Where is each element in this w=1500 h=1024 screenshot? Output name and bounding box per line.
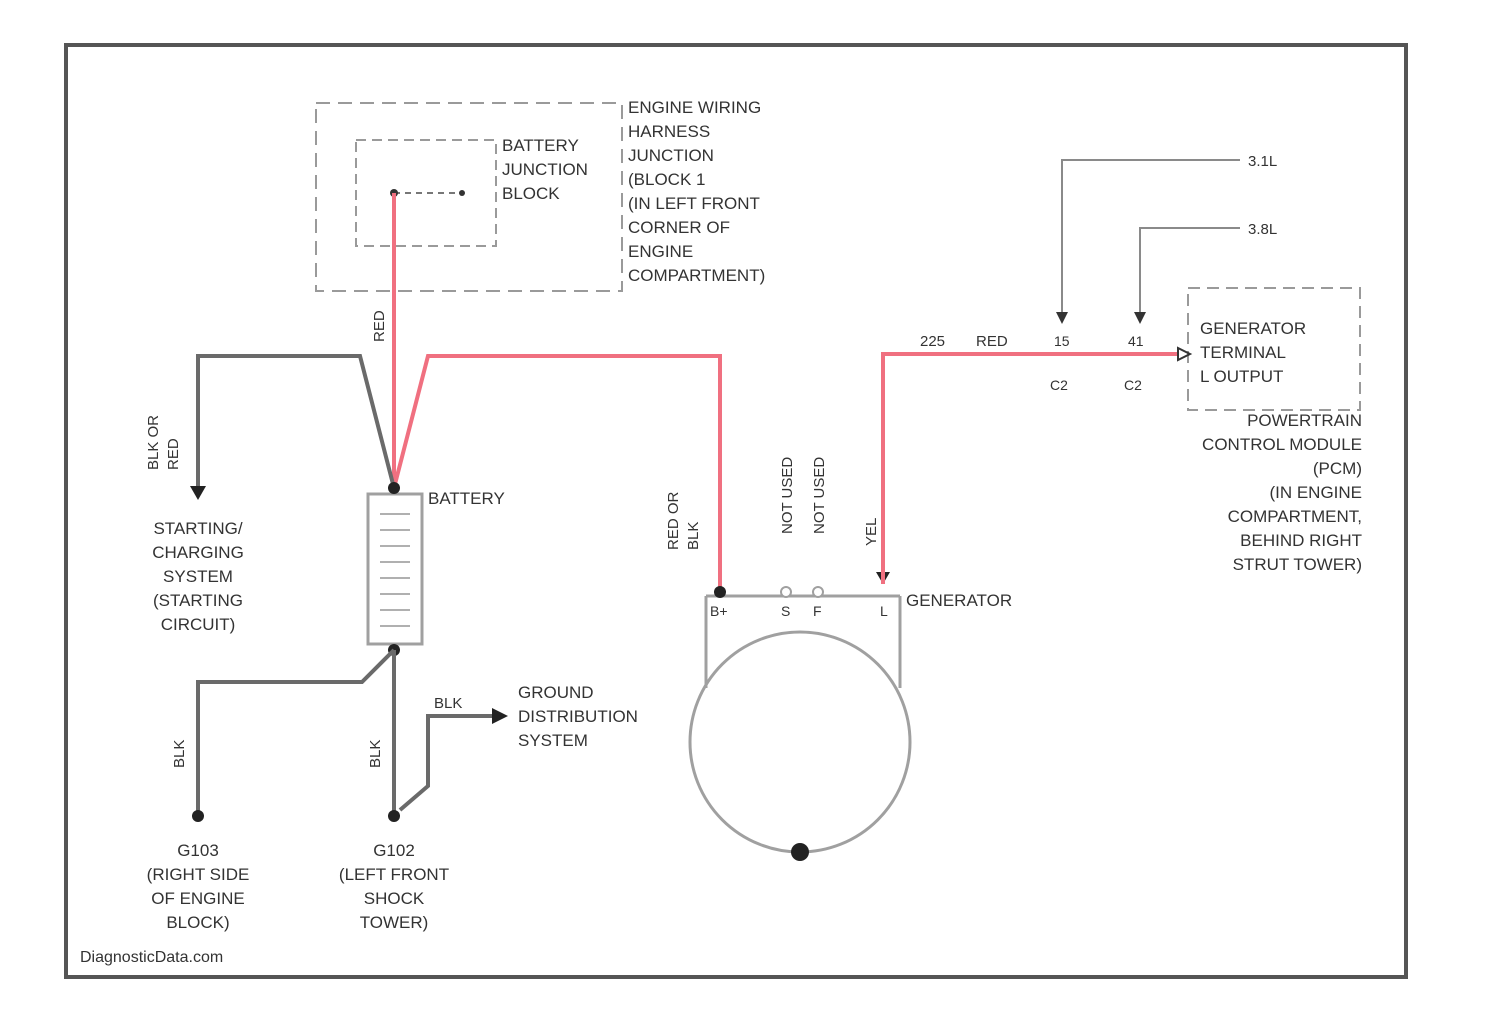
battery-junction-node-2 [459, 190, 465, 196]
pcm-label: POWERTRAIN CONTROL MODULE (PCM) (IN ENGI… [1202, 411, 1362, 574]
g103-label: G103 (RIGHT SIDE OF ENGINE BLOCK) [147, 841, 250, 932]
wire-label-blk-mid: BLK [367, 740, 384, 768]
g102-node [388, 810, 400, 822]
battery-body [368, 494, 422, 644]
battery-junction-line-1: BATTERY [502, 136, 579, 155]
generator-ground-node [791, 843, 809, 861]
g103-line-1: G103 [177, 841, 219, 860]
pcm-connector-b: C2 [1124, 377, 1142, 393]
starting-system-line-1: STARTING/ [153, 519, 242, 538]
ground-distribution-arrow [492, 708, 508, 724]
pcm-line-6: BEHIND RIGHT [1240, 531, 1362, 550]
pcm-line-7: STRUT TOWER) [1233, 555, 1362, 574]
engine-junction-line-8: COMPARTMENT) [628, 266, 765, 285]
engine-junction-line-1: ENGINE WIRING [628, 98, 761, 117]
starting-system-line-4: (STARTING [153, 591, 243, 610]
engine-variant-3-1l: 3.1L [1248, 153, 1277, 170]
starting-system-line-2: CHARGING [152, 543, 244, 562]
pcm-inner-line-1: GENERATOR [1200, 319, 1306, 338]
g103-line-3: OF ENGINE [151, 889, 245, 908]
engine-junction-line-4: (BLOCK 1 [628, 170, 705, 189]
engine-junction-line-2: HARNESS [628, 122, 710, 141]
g102-line-4: TOWER) [360, 913, 429, 932]
pcm-pin-b: 41 [1128, 333, 1144, 349]
battery-junction-line-3: BLOCK [502, 184, 560, 203]
leader-3-1l [1062, 160, 1240, 316]
engine-junction-box [316, 103, 622, 291]
ground-distribution-line-1: GROUND [518, 683, 594, 702]
engine-junction-line-6: CORNER OF [628, 218, 730, 237]
wire-label-pcm-color: RED [976, 333, 1008, 350]
pcm-inner-label: GENERATOR TERMINAL L OUTPUT [1200, 319, 1306, 386]
engine-junction-line-7: ENGINE [628, 242, 693, 261]
engine-junction-line-5: (IN LEFT FRONT [628, 194, 760, 213]
battery-positive-terminal [388, 482, 400, 494]
wire-label-blk-or-red-2: RED [165, 438, 182, 470]
g103-line-4: BLOCK) [166, 913, 229, 932]
leader-3-8l [1140, 228, 1240, 316]
generator: B+ S F L [690, 572, 910, 861]
battery-label: BATTERY [428, 489, 505, 508]
leader-3-8l-arrow [1134, 312, 1146, 324]
g102-line-1: G102 [373, 841, 415, 860]
pcm-line-2: CONTROL MODULE [1202, 435, 1362, 454]
engine-junction-label: ENGINE WIRING HARNESS JUNCTION (BLOCK 1 … [628, 98, 765, 285]
generator-body [690, 632, 910, 852]
gray-wire-starting [198, 356, 394, 490]
g102-line-2: (LEFT FRONT [339, 865, 449, 884]
gray-wire-g103 [198, 650, 394, 814]
pcm-connector-a: C2 [1050, 377, 1068, 393]
wire-label-not-used-2: NOT USED [811, 457, 828, 534]
pcm-line-3: (PCM) [1313, 459, 1362, 478]
starting-system-label: STARTING/ CHARGING SYSTEM (STARTING CIRC… [152, 519, 244, 634]
pcm-inner-line-3: L OUTPUT [1200, 367, 1283, 386]
wire-label-red-or-blk-2: BLK [685, 522, 702, 550]
engine-junction-line-3: JUNCTION [628, 146, 714, 165]
red-wire-battery-generator [394, 356, 720, 592]
wire-label-blk-left: BLK [171, 740, 188, 768]
watermark: DiagnosticData.com [80, 949, 223, 966]
wire-label-pcm-circuit: 225 [920, 333, 945, 350]
pcm-inner-line-2: TERMINAL [1200, 343, 1286, 362]
pcm-line-1: POWERTRAIN [1247, 411, 1362, 430]
wire-label-blk-ground: BLK [434, 695, 462, 712]
ground-distribution-line-2: DISTRIBUTION [518, 707, 638, 726]
battery-junction-box [356, 140, 496, 246]
g103-node [192, 810, 204, 822]
leader-3-1l-arrow [1056, 312, 1068, 324]
engine-variant-3-8l: 3.8L [1248, 221, 1277, 238]
wire-label-red-vertical: RED [371, 310, 388, 342]
pcm-line-4: (IN ENGINE [1269, 483, 1362, 502]
g103-line-2: (RIGHT SIDE [147, 865, 250, 884]
g102-label: G102 (LEFT FRONT SHOCK TOWER) [339, 841, 449, 932]
generator-s-pin [781, 587, 791, 597]
wire-label-red-or-blk-1: RED OR [665, 491, 682, 550]
starting-arrow [190, 486, 206, 500]
wire-label-blk-or-red-1: BLK OR [145, 415, 162, 470]
wire-label-yel: YEL [863, 518, 880, 546]
g102-line-3: SHOCK [364, 889, 425, 908]
gray-wire-ground-distribution [400, 716, 496, 810]
diagram-frame [66, 45, 1406, 977]
generator-pin-f: F [813, 603, 822, 619]
generator-pin-s: S [781, 603, 790, 619]
pcm-line-5: COMPARTMENT, [1228, 507, 1362, 526]
wire-label-not-used-1: NOT USED [779, 457, 796, 534]
ground-distribution-line-3: SYSTEM [518, 731, 588, 750]
battery-junction-line-2: JUNCTION [502, 160, 588, 179]
battery-junction-label: BATTERY JUNCTION BLOCK [502, 136, 588, 203]
starting-system-line-3: SYSTEM [163, 567, 233, 586]
generator-label: GENERATOR [906, 591, 1012, 610]
generator-pin-b-plus: B+ [710, 603, 728, 619]
ground-distribution-label: GROUND DISTRIBUTION SYSTEM [518, 683, 638, 750]
generator-b-plus-node [714, 586, 726, 598]
starting-system-line-5: CIRCUIT) [161, 615, 236, 634]
pcm-pin-a: 15 [1054, 333, 1070, 349]
generator-pin-l: L [880, 603, 888, 619]
generator-f-pin [813, 587, 823, 597]
battery [368, 482, 422, 656]
